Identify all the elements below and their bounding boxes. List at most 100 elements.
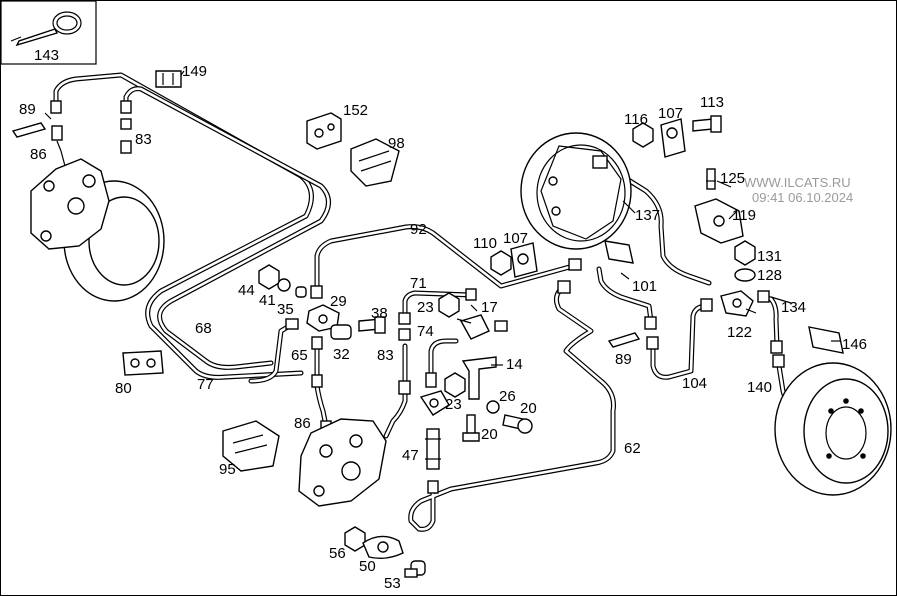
bleeder-125 bbox=[706, 168, 716, 190]
bolt-53 bbox=[404, 560, 426, 578]
bolt-20-right bbox=[502, 414, 533, 434]
watermark-site: WWW.ILCATS.RU bbox=[744, 175, 851, 190]
callout-71[interactable]: 71 bbox=[410, 275, 427, 292]
pipe-fittings bbox=[50, 100, 785, 494]
clip-146 bbox=[808, 326, 844, 354]
clamp-50 bbox=[362, 535, 404, 560]
callout-50[interactable]: 50 bbox=[359, 558, 376, 575]
holder-152 bbox=[306, 112, 342, 150]
washer-26 bbox=[486, 400, 500, 414]
lower-caliper bbox=[298, 418, 387, 507]
callout-104[interactable]: 104 bbox=[682, 375, 707, 392]
callout-35[interactable]: 35 bbox=[277, 301, 294, 318]
callout-83-mid[interactable]: 83 bbox=[377, 347, 394, 364]
callout-65[interactable]: 65 bbox=[291, 347, 308, 364]
callout-86-lower[interactable]: 86 bbox=[294, 415, 311, 432]
callout-113[interactable]: 113 bbox=[700, 94, 724, 111]
callout-131[interactable]: 131 bbox=[757, 248, 782, 265]
holder-80 bbox=[122, 350, 164, 376]
callout-53[interactable]: 53 bbox=[384, 575, 401, 592]
callout-134[interactable]: 134 bbox=[781, 299, 806, 316]
callout-110[interactable]: 110 bbox=[473, 235, 497, 252]
callout-80[interactable]: 80 bbox=[115, 380, 132, 397]
cap-35 bbox=[295, 286, 307, 298]
holder-98 bbox=[350, 138, 400, 187]
callout-23-top[interactable]: 23 bbox=[417, 299, 434, 316]
callout-119[interactable]: 119 bbox=[732, 207, 756, 224]
callout-86-top[interactable]: 86 bbox=[30, 146, 47, 163]
callout-101[interactable]: 101 bbox=[632, 278, 657, 295]
rear-brake-drum bbox=[774, 362, 892, 496]
callout-20-left[interactable]: 20 bbox=[481, 426, 498, 443]
callout-92[interactable]: 92 bbox=[410, 221, 427, 238]
bracket-14 bbox=[461, 356, 497, 400]
nut-44 bbox=[258, 264, 280, 290]
callout-44[interactable]: 44 bbox=[238, 282, 255, 299]
callout-26[interactable]: 26 bbox=[499, 388, 516, 405]
callout-122[interactable]: 122 bbox=[727, 324, 752, 341]
callout-20-right[interactable]: 20 bbox=[520, 400, 537, 417]
callout-83-top[interactable]: 83 bbox=[135, 131, 152, 148]
callout-62[interactable]: 62 bbox=[624, 440, 641, 457]
nut-23-top bbox=[438, 292, 460, 318]
watermark: WWW.ILCATS.RU 09:41 06.10.2024 bbox=[744, 175, 853, 205]
callout-128[interactable]: 128 bbox=[757, 267, 782, 284]
clip-89-left bbox=[11, 122, 47, 138]
callout-89-right[interactable]: 89 bbox=[615, 351, 632, 368]
cable-tie-icon bbox=[10, 11, 82, 47]
callout-107-mid[interactable]: 107 bbox=[503, 230, 528, 247]
bolt-38 bbox=[358, 316, 386, 334]
nut-116 bbox=[632, 122, 654, 148]
nut-110 bbox=[490, 250, 512, 276]
distributor-29 bbox=[306, 304, 340, 332]
callout-29[interactable]: 29 bbox=[330, 293, 347, 310]
callout-152[interactable]: 152 bbox=[343, 102, 368, 119]
clamp-107-top bbox=[660, 118, 686, 158]
tee-122 bbox=[720, 290, 754, 317]
callout-32[interactable]: 32 bbox=[333, 346, 350, 363]
callout-23-lower[interactable]: 23 bbox=[445, 396, 462, 413]
callout-14[interactable]: 14 bbox=[506, 356, 523, 373]
front-left-caliper bbox=[30, 150, 110, 250]
connector-47 bbox=[425, 428, 441, 470]
clip-89-right bbox=[607, 332, 641, 348]
cap-32 bbox=[330, 324, 352, 340]
callout-56[interactable]: 56 bbox=[329, 545, 346, 562]
callout-125[interactable]: 125 bbox=[720, 170, 745, 187]
callout-116[interactable]: 116 bbox=[624, 111, 648, 128]
callout-107-top[interactable]: 107 bbox=[658, 105, 683, 122]
callout-41[interactable]: 41 bbox=[259, 292, 276, 309]
callout-137[interactable]: 137 bbox=[635, 207, 660, 224]
valve-119 bbox=[694, 198, 744, 244]
callout-labels: 143 149 89 83 86 152 98 92 116 107 113 1… bbox=[19, 47, 867, 592]
holder-95 bbox=[222, 420, 280, 472]
clip-149 bbox=[155, 70, 182, 88]
inset-box-143 bbox=[1, 1, 97, 65]
bolt-20-left bbox=[462, 414, 480, 442]
rear-drum-backing-plate bbox=[520, 132, 634, 264]
bushing-128 bbox=[734, 268, 756, 282]
callout-68[interactable]: 68 bbox=[195, 320, 212, 337]
callout-74[interactable]: 74 bbox=[417, 323, 434, 340]
callout-149[interactable]: 149 bbox=[182, 63, 207, 80]
nut-131 bbox=[734, 240, 756, 266]
callout-17[interactable]: 17 bbox=[481, 299, 498, 316]
callout-95[interactable]: 95 bbox=[219, 461, 236, 478]
brake-pipes bbox=[53, 72, 802, 532]
callout-47[interactable]: 47 bbox=[402, 447, 419, 464]
leader-lines bbox=[44, 70, 841, 366]
nut-56 bbox=[344, 526, 366, 552]
callout-89-left[interactable]: 89 bbox=[19, 101, 36, 118]
callout-98[interactable]: 98 bbox=[388, 135, 405, 152]
tee-23-lower bbox=[419, 390, 450, 416]
callout-146[interactable]: 146 bbox=[842, 336, 867, 353]
callout-143[interactable]: 143 bbox=[34, 47, 59, 64]
nut-23-lower bbox=[444, 372, 466, 398]
callout-77[interactable]: 77 bbox=[197, 376, 214, 393]
callout-38[interactable]: 38 bbox=[371, 305, 388, 322]
callout-140[interactable]: 140 bbox=[747, 379, 772, 396]
washer-41 bbox=[277, 278, 291, 292]
clamp-107-mid bbox=[510, 242, 538, 278]
